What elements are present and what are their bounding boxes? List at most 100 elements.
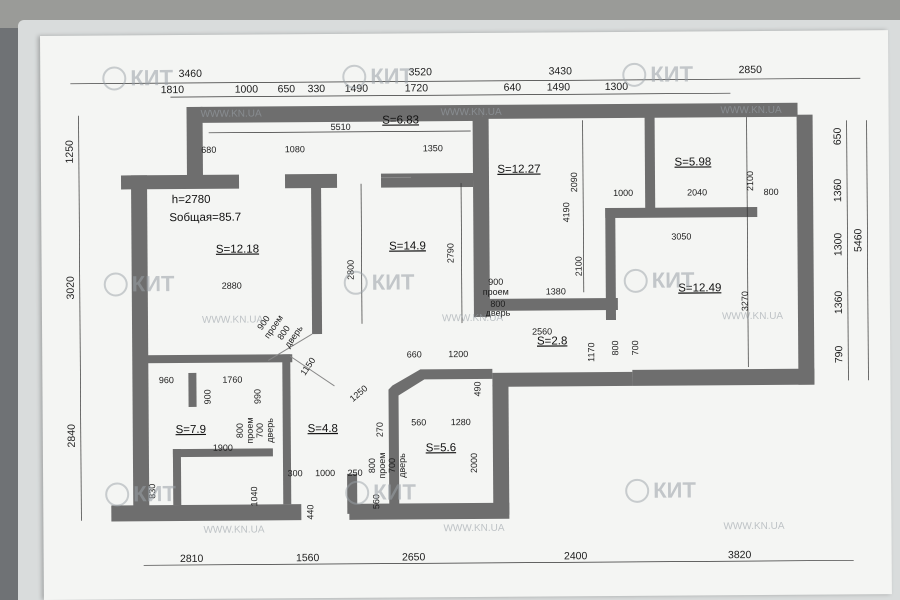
dim-d300: 300 xyxy=(288,468,303,478)
dim-top2-4: 1490 xyxy=(345,83,369,95)
wall-kitchen-inner xyxy=(172,448,273,458)
dim-d1380: 1380 xyxy=(546,286,566,296)
room-area-room-top-right: S=12.27 xyxy=(497,164,540,176)
watermark-brand: КИТ xyxy=(132,271,175,296)
dim-d440: 440 xyxy=(305,505,315,520)
watermark-url: WWW.KN.UA xyxy=(443,523,505,534)
dim-left-1: 3020 xyxy=(65,276,77,300)
dim-d1150: 1150 xyxy=(298,356,317,378)
watermark-url: WWW.KN.UA xyxy=(202,314,264,325)
dim-top2-5: 1720 xyxy=(405,82,429,94)
dim-d960: 960 xyxy=(159,375,174,385)
watermark-url: WWW.KN.UA xyxy=(721,105,783,116)
watermark-brand: КИТ xyxy=(130,65,173,90)
watermark-logo-icon xyxy=(342,64,367,89)
opening-bath-proem: проем xyxy=(377,453,387,479)
wall-bottom-left xyxy=(111,504,302,522)
dim-bottom-3: 2400 xyxy=(564,550,588,562)
wall-hall-bottom xyxy=(492,371,633,387)
dim-top2-2: 650 xyxy=(278,83,296,95)
wall-right-bottom xyxy=(632,368,815,386)
dim-d2000: 2000 xyxy=(469,453,479,473)
watermark-logo-icon xyxy=(343,270,368,295)
room-area-hall: S=2.8 xyxy=(537,335,567,347)
wall-kitchen-right xyxy=(282,354,292,505)
room-area-kitchen: S=7.9 xyxy=(176,424,206,436)
watermark-url: WWW.KN.UA xyxy=(201,108,263,119)
watermark-url: WWW.KN.UA xyxy=(723,521,785,532)
dim-d2100b: 2100 xyxy=(574,256,584,276)
wall-partition-center xyxy=(472,116,490,317)
dimension-lines xyxy=(70,77,869,566)
room-area-room-right: S=12.49 xyxy=(678,282,721,294)
watermark-brand: КИТ xyxy=(650,61,693,86)
opening-door-700: 700 xyxy=(630,340,640,355)
dim-d1760: 1760 xyxy=(222,375,242,385)
dim-d1280: 1280 xyxy=(451,417,471,427)
watermark-brand: КИТ xyxy=(373,479,416,504)
opening-door-label: дверь xyxy=(486,308,511,318)
watermark-url: WWW.KN.UA xyxy=(203,524,265,535)
dim-d2880: 2880 xyxy=(222,281,242,291)
dim-d3050: 3050 xyxy=(671,231,691,241)
dim-d660: 660 xyxy=(407,349,422,359)
watermark-logo-icon xyxy=(625,478,650,503)
dim-right-0: 650 xyxy=(832,127,844,145)
wall-kitchen-top xyxy=(142,354,293,364)
total-area: Sобщая=85.7 xyxy=(169,212,241,225)
dim-d2560: 2560 xyxy=(532,326,552,336)
wall-kitchen-stub xyxy=(188,372,197,407)
dim-d560b: 560 xyxy=(371,494,381,509)
dim-d990: 990 xyxy=(252,389,262,404)
dim-left-2: 2840 xyxy=(66,424,78,448)
dim-d270: 270 xyxy=(375,422,385,437)
watermark-brand: КИТ xyxy=(370,63,413,88)
watermark-brand: КИТ xyxy=(652,267,695,292)
wall-stub-left xyxy=(186,106,203,177)
wall-partition-left xyxy=(311,184,323,335)
opening-proem-label: проем xyxy=(483,287,509,297)
room-area-room-center: S=14.9 xyxy=(389,240,426,252)
wall-kitchen-inner-v xyxy=(172,449,182,506)
dim-d900: 900 xyxy=(202,389,212,404)
dim-top2-8: 1300 xyxy=(605,81,629,93)
dim-top2-1: 1000 xyxy=(235,83,259,95)
opening-bath-700: 700 xyxy=(387,458,397,473)
watermark-logo-icon xyxy=(623,268,648,293)
watermark-brand: КИТ xyxy=(653,477,696,502)
wall-bath-right xyxy=(492,384,510,515)
dim-d680: 680 xyxy=(201,145,216,155)
wall-small-room-bottom xyxy=(605,206,758,219)
dim-d2790: 2790 xyxy=(445,243,455,263)
opening-proem-900: 900 xyxy=(488,277,503,287)
wall-small-room xyxy=(644,115,656,216)
dim-right-total: 5460 xyxy=(852,228,864,252)
room-area-room-left: S=12.18 xyxy=(216,243,259,255)
dim-d1250: 1250 xyxy=(348,383,370,404)
room-area-vestibule: S=4.8 xyxy=(308,423,338,435)
dim-top-1: 3520 xyxy=(409,66,433,78)
dim-d2090: 2090 xyxy=(569,172,579,192)
wall-left-outer xyxy=(130,175,150,516)
wall-left-top xyxy=(120,174,240,190)
dim-d250: 250 xyxy=(348,468,363,478)
watermark-logo-icon xyxy=(105,482,130,507)
dim-top2-3: 330 xyxy=(308,83,326,95)
watermark-brand: КИТ xyxy=(372,269,415,294)
door-swings xyxy=(268,176,411,387)
floor-plan-drawing xyxy=(70,77,869,566)
dim-d830: 830 xyxy=(147,484,157,499)
dim-d1350: 1350 xyxy=(423,143,443,153)
ceiling-height: h=2780 xyxy=(172,194,211,206)
dim-bottom-4: 3820 xyxy=(728,549,752,561)
opening-kitchen-700: 700 xyxy=(255,423,265,438)
dim-d1000: 1000 xyxy=(613,188,633,198)
dim-left-0: 1250 xyxy=(64,140,76,164)
wall-right-room-left xyxy=(605,207,616,321)
walls xyxy=(111,102,815,522)
opening-door-800: 800 xyxy=(490,299,505,309)
dim-bottom-1: 1560 xyxy=(296,552,320,564)
dim-top-2: 3430 xyxy=(549,65,573,77)
dim-d3270: 3270 xyxy=(740,291,750,311)
